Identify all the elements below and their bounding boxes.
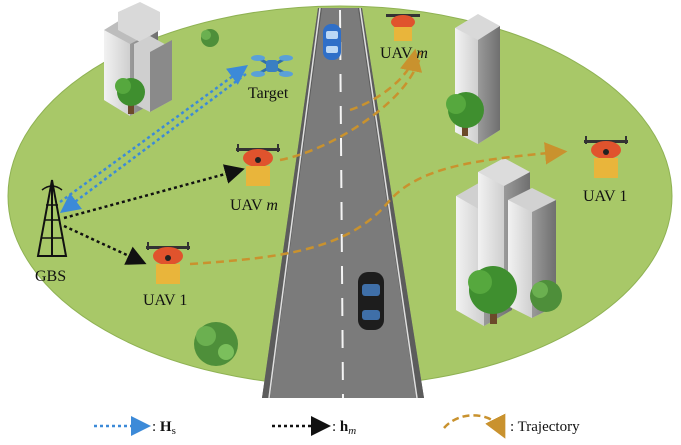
uav-m-top-label: UAV m <box>380 45 428 62</box>
target-label: Target <box>248 85 289 102</box>
target-drone <box>251 55 293 77</box>
legend-trajectory: : Trajectory <box>510 419 580 435</box>
uav-m-top <box>386 14 420 41</box>
gbs-tower <box>36 179 68 257</box>
uav-1-left-label: UAV 1 <box>143 292 187 309</box>
tree-top-left <box>115 78 145 114</box>
legend: : Hs : hm : Trajectory <box>94 413 580 439</box>
tree-bottom-right <box>468 266 562 324</box>
uav-1-left <box>146 242 190 284</box>
legend-hs: : Hs <box>152 419 176 437</box>
trajectories <box>189 48 568 266</box>
comm-links <box>63 164 245 265</box>
bush-top <box>201 29 219 47</box>
sensing-link <box>59 65 249 213</box>
legend-hm: : hm <box>332 419 356 437</box>
uav-1-right <box>584 136 628 178</box>
car-blue <box>323 24 341 60</box>
bush-bottom-left <box>194 322 238 366</box>
car-black <box>358 272 384 330</box>
gbs-label: GBS <box>35 268 66 285</box>
tree-top-right <box>446 92 484 136</box>
uav-m-mid-label: UAV m <box>230 197 278 214</box>
uav-1-right-label: UAV 1 <box>583 188 627 205</box>
uav-m-mid <box>236 144 280 186</box>
